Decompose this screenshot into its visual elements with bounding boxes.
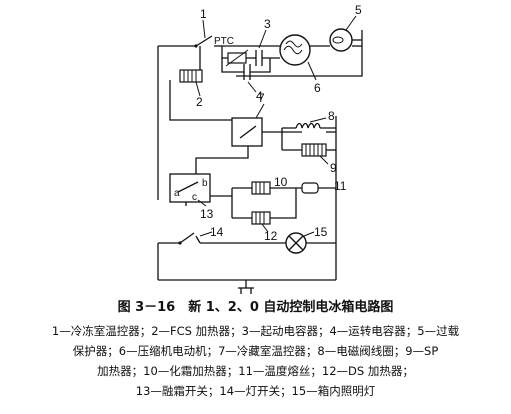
start-capacitor (255, 29, 267, 66)
refrigerator-thermostat (231, 103, 265, 147)
label-7: 7 (258, 91, 265, 105)
label-5: 5 (355, 3, 362, 17)
label-8: 8 (328, 109, 335, 123)
circuit-diagram: 1 2 PTC 3 4 5 6 7 8 9 10 11 12 13 14 15 … (157, 3, 363, 294)
interior-lamp (285, 231, 315, 254)
label-2: 2 (196, 95, 203, 109)
defrost-heater (251, 181, 271, 195)
legend-line: 13—融霜开关；14—灯开关；15—箱内照明灯 (135, 384, 376, 398)
figure-title: 图 3－16 新 1、2、0 自动控制电冰箱电路图 (117, 300, 394, 315)
defrost-switch (169, 173, 211, 207)
label-11: 11 (334, 179, 347, 193)
label-9: 9 (330, 161, 337, 175)
run-capacitor (243, 64, 257, 93)
label-15: 15 (314, 225, 328, 239)
label-b: b (202, 178, 208, 189)
thermal-fuse (301, 182, 319, 194)
legend-line: 加热器；10—化霜加热器；11—温度熔丝；12—DS 加热器； (97, 364, 414, 378)
wiring (157, 30, 363, 288)
overload-protector (329, 15, 362, 52)
figure-caption: 图 3－16 新 1、2、0 自动控制电冰箱电路图 1—冷冻室温控器；2—FCS… (0, 296, 511, 401)
power-plug (238, 287, 254, 294)
solenoid-valve-coil (282, 117, 336, 129)
label-3: 3 (264, 17, 271, 31)
ptc-starter (225, 49, 249, 67)
label-13: 13 (200, 207, 214, 221)
legend-line: 保护器；6—压缩机电动机；7—冷藏室温控器；8—电磁阀线圈；9—SP (72, 344, 439, 358)
fcs-heater (179, 69, 203, 97)
label-a: a (174, 188, 180, 199)
label-14: 14 (210, 225, 224, 239)
label-12: 12 (264, 229, 278, 243)
label-1: 1 (200, 7, 207, 21)
figure-legend: 1—冷冻室温控器；2—FCS 加热器；3—起动电容器；4—运转电容器；5—过载 … (0, 321, 511, 401)
compressor-motor (279, 34, 317, 81)
legend-line: 1—冷冻室温控器；2—FCS 加热器；3—起动电容器；4—运转电容器；5—过载 (51, 324, 460, 338)
label-6: 6 (314, 81, 321, 95)
freezer-thermostat-switch (194, 19, 213, 48)
lamp-switch (178, 231, 213, 245)
label-10: 10 (274, 175, 288, 189)
label-ptc: PTC (214, 36, 234, 47)
sp-heater (301, 143, 329, 165)
label-4: 4 (256, 89, 263, 103)
ds-heater (251, 211, 271, 233)
label-c: c (192, 192, 197, 203)
